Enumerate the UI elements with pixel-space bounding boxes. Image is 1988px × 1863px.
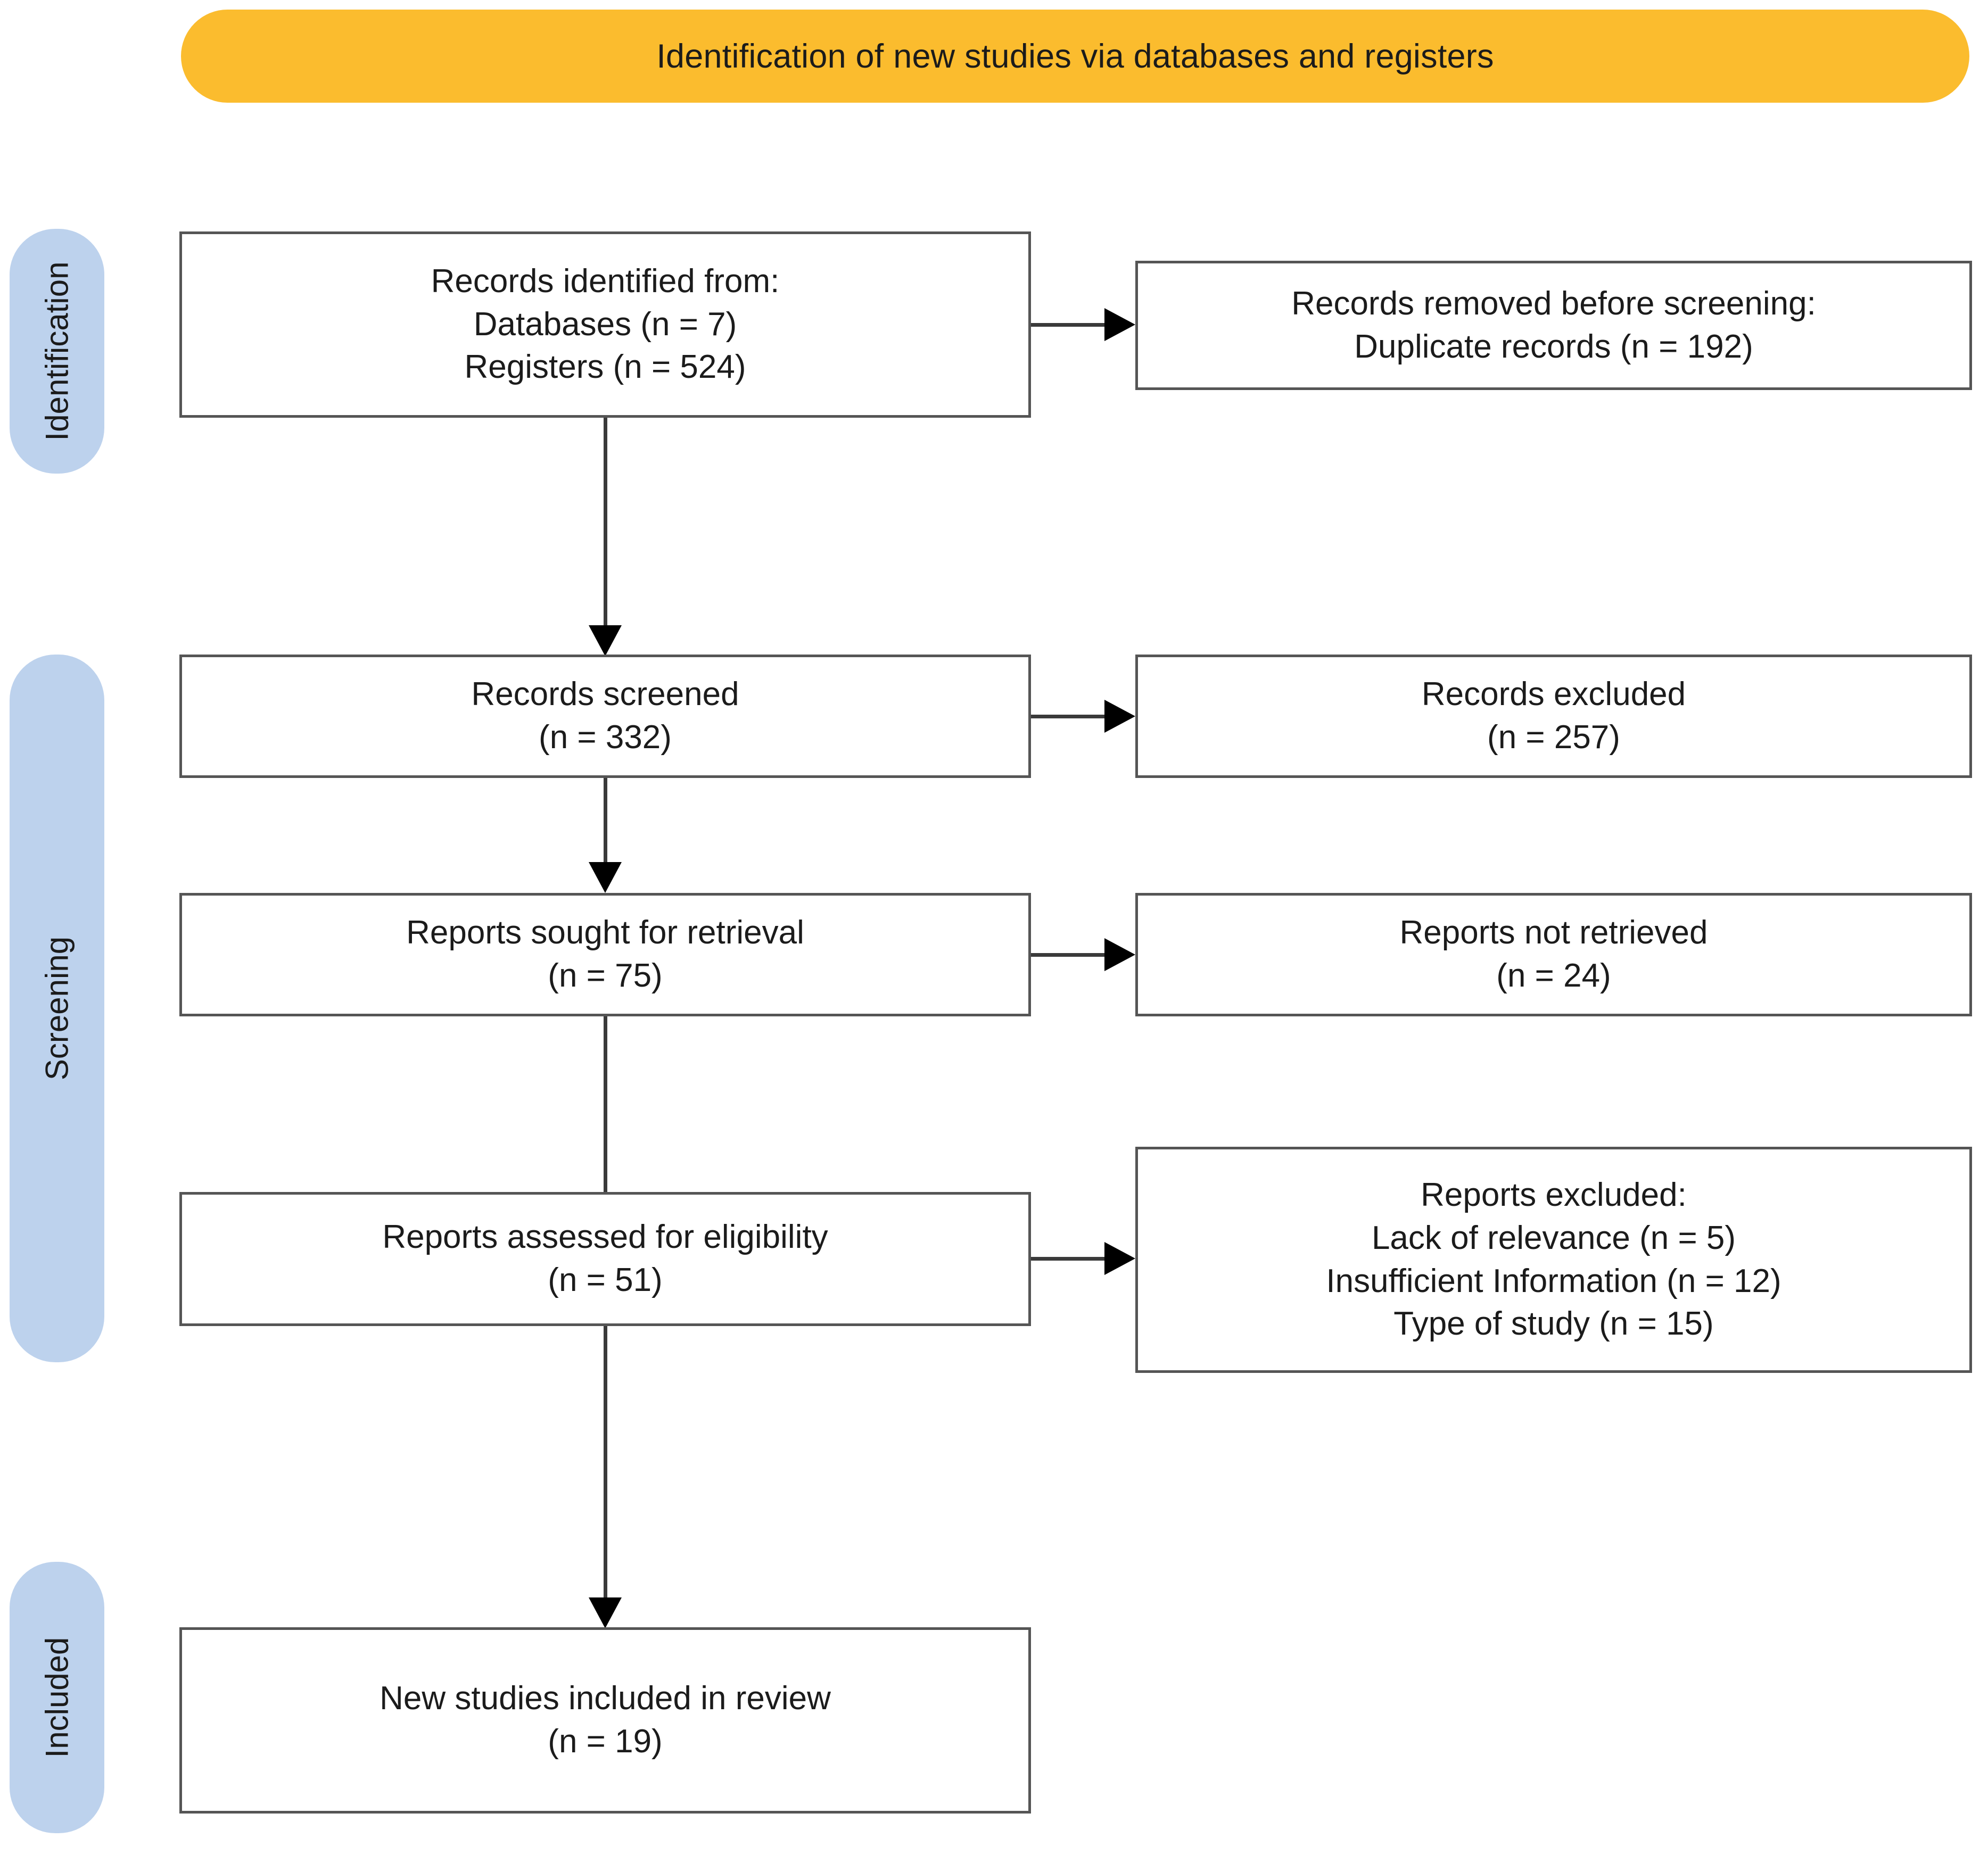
connector-identified-to-screened — [604, 418, 607, 631]
connector-screened-to-sought — [604, 778, 607, 866]
box-line: Reports sought for retrieval — [406, 914, 804, 951]
arrowhead-sought-to-not-retrieved — [1104, 938, 1135, 971]
box-studies-included: New studies included in review (n = 19) — [179, 1627, 1031, 1814]
box-line: Registers (n = 524) — [464, 349, 746, 386]
box-reports-assessed: Reports assessed for eligibility (n = 51… — [179, 1192, 1031, 1326]
box-line: (n = 332) — [539, 719, 672, 756]
connector-assessed-to-included — [604, 1326, 607, 1603]
stage-label-identification: Identification — [39, 261, 75, 441]
stage-label-included: Included — [39, 1637, 75, 1758]
box-line: (n = 75) — [548, 957, 663, 994]
connector-identified-to-removed — [1031, 323, 1106, 327]
arrowhead-screened-to-excluded — [1104, 700, 1135, 733]
arrowhead-identified-to-removed — [1104, 308, 1135, 341]
box-records-identified: Records identified from: Databases (n = … — [179, 231, 1031, 418]
arrowhead-assessed-to-excluded — [1104, 1242, 1135, 1275]
box-line: Databases (n = 7) — [473, 305, 737, 343]
box-line: Duplicate records (n = 192) — [1354, 328, 1753, 365]
box-line: Reports not retrieved — [1399, 914, 1708, 951]
box-records-removed: Records removed before screening: Duplic… — [1135, 261, 1972, 390]
box-line: (n = 257) — [1487, 719, 1620, 756]
connector-sought-to-assessed — [604, 1016, 607, 1219]
box-line: (n = 19) — [548, 1723, 663, 1760]
box-line: (n = 24) — [1496, 957, 1611, 994]
box-line: Type of study (n = 15) — [1393, 1305, 1714, 1343]
box-line: Reports excluded: — [1421, 1177, 1687, 1214]
arrowhead-screened-to-sought — [589, 862, 622, 893]
box-reports-not-retrieved: Reports not retrieved (n = 24) — [1135, 893, 1972, 1016]
diagram-header-banner: Identification of new studies via databa… — [181, 10, 1969, 103]
box-records-excluded: Records excluded (n = 257) — [1135, 655, 1972, 778]
box-line: Records screened — [471, 676, 739, 713]
box-line: Lack of relevance (n = 5) — [1371, 1219, 1736, 1256]
box-reports-excluded: Reports excluded: Lack of relevance (n =… — [1135, 1147, 1972, 1373]
box-reports-sought: Reports sought for retrieval (n = 75) — [179, 893, 1031, 1016]
box-line: New studies included in review — [380, 1680, 831, 1717]
stage-pill-identification: Identification — [10, 229, 104, 474]
box-line: (n = 51) — [548, 1262, 663, 1298]
stage-pill-included: Included — [10, 1562, 104, 1833]
arrowhead-assessed-to-included — [589, 1597, 622, 1628]
stage-label-screening: Screening — [39, 936, 75, 1081]
box-line: Reports assessed for eligibility — [382, 1219, 828, 1256]
arrowhead-identified-to-screened — [589, 625, 622, 656]
stage-pill-screening: Screening — [10, 655, 104, 1362]
box-line: Records removed before screening: — [1291, 285, 1816, 322]
connector-assessed-to-excluded — [1031, 1257, 1106, 1261]
box-line: Insufficient Information (n = 12) — [1326, 1262, 1781, 1299]
connector-screened-to-excluded — [1031, 715, 1106, 718]
box-line: Records excluded — [1421, 676, 1686, 713]
diagram-title: Identification of new studies via databa… — [656, 37, 1494, 75]
box-line: Records identified from: — [431, 263, 780, 300]
box-records-screened: Records screened (n = 332) — [179, 655, 1031, 778]
connector-sought-to-not-retrieved — [1031, 953, 1106, 957]
